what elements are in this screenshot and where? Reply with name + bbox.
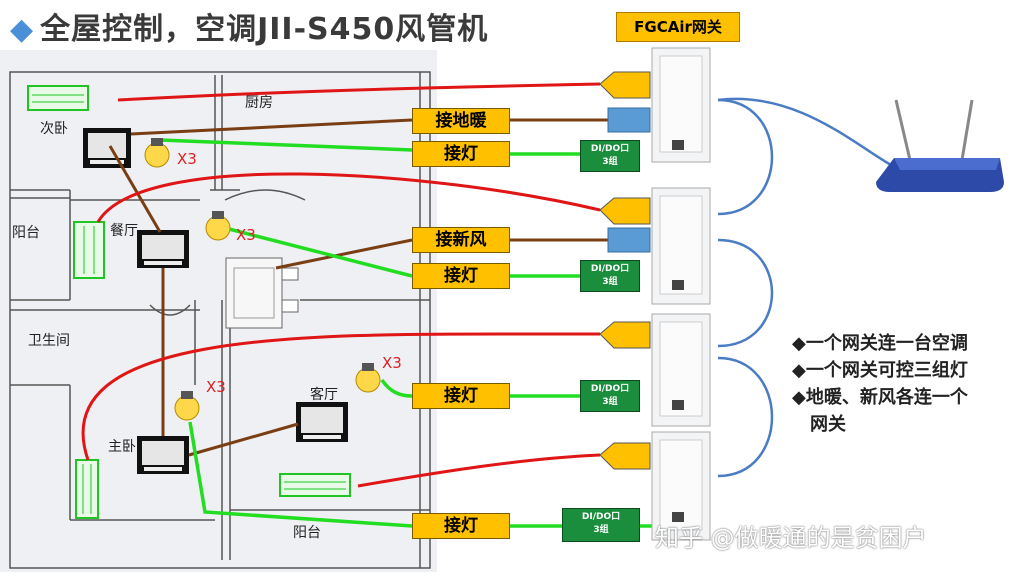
room-label-bathroom: 卫生间 [28, 333, 70, 349]
dido-sublabel: 3组 [602, 277, 618, 287]
light-count-label: X3 [236, 226, 256, 244]
gateway-title: FGCAir网关 [616, 12, 740, 42]
dido-sublabel: 3组 [602, 397, 618, 407]
ac-unit-dining-icon [73, 221, 105, 279]
control-ports [607, 107, 651, 253]
fresh-air-port [607, 227, 651, 253]
gateway-modules [651, 47, 711, 541]
gateway-module-2 [651, 187, 711, 305]
tag-fresh-air: 接新风 [412, 227, 510, 253]
note-item: ◆一个网关可控三组灯 [792, 360, 968, 381]
dido-box-4: DI/DO口 3组 [562, 508, 640, 542]
dido-sublabel: 3组 [602, 157, 618, 167]
floor-heating-port [607, 107, 651, 133]
bulbs [144, 138, 381, 421]
dido-label: DI/DO口 [581, 512, 621, 522]
panel-dining-icon [137, 230, 189, 268]
notes-list: ◆一个网关连一台空调 ◆一个网关可控三组灯 ◆地暖、新风各连一个 网关 [792, 330, 968, 438]
bulb-icon [355, 363, 381, 393]
router-icon [876, 99, 1004, 192]
ac-unit-master-icon [75, 459, 99, 519]
dido-box-1: DI/DO口 3组 [580, 140, 640, 172]
dido-label: DI/DO口 [590, 144, 630, 154]
watermark: 知乎 @做暖通的是贫困户 [655, 524, 927, 552]
dido-label: DI/DO口 [590, 384, 630, 394]
ac-connector-icon [599, 442, 651, 470]
light-count-label: X3 [206, 378, 226, 396]
title-text: 全屋控制，空调JII-S450风管机 [40, 12, 489, 47]
panel-bedroom2-icon [83, 128, 131, 168]
dido-box-3: DI/DO口 3组 [580, 380, 640, 412]
dido-label: DI/DO口 [590, 264, 630, 274]
ac-connector-icon [599, 71, 651, 99]
gateway-module-3 [651, 313, 711, 427]
room-label-dining: 餐厅 [110, 223, 138, 239]
ac-connector-icon [599, 197, 651, 225]
room-label-bedroom2: 次卧 [40, 121, 68, 137]
gateway-module-4 [651, 431, 711, 541]
ac-lines [81, 82, 601, 488]
tag-light-2: 接灯 [412, 263, 510, 289]
control-lines [108, 118, 608, 457]
network-lines [717, 97, 901, 478]
room-label-balcony-bottom: 阳台 [293, 525, 321, 541]
note-item: 网关 [810, 414, 846, 435]
note-item: ◆一个网关连一台空调 [792, 333, 968, 354]
fresh-air-unit [225, 257, 299, 329]
floor-plan-walls [9, 71, 431, 569]
gateway-module-1 [651, 47, 711, 163]
room-label-master: 主卧 [108, 439, 136, 455]
light-lines [159, 138, 672, 528]
tag-light-3: 接灯 [412, 383, 510, 409]
bulb-icon [205, 211, 231, 241]
room-label-balcony-left: 阳台 [12, 225, 40, 241]
tag-light-1: 接灯 [412, 141, 510, 167]
light-count-label: X3 [177, 150, 197, 168]
panel-master-icon [137, 436, 189, 474]
ac-unit-living-icon [279, 473, 351, 497]
ac-connector-icon [599, 321, 651, 349]
tag-floor-heating: 接地暖 [412, 108, 510, 134]
wall-panels [83, 128, 348, 474]
page-title: ◆全屋控制，空调JII-S450风管机 [10, 4, 488, 48]
light-count-label: X3 [382, 354, 402, 372]
dido-sublabel: 3组 [593, 525, 609, 535]
bulb-icon [144, 138, 170, 168]
panel-living-icon [296, 402, 348, 442]
ac-unit-bedroom2-icon [27, 85, 89, 111]
ac-connectors [599, 71, 651, 470]
bulb-icon [174, 391, 200, 421]
room-label-kitchen: 厨房 [245, 95, 273, 111]
diamond-bullet-icon: ◆ [10, 12, 35, 47]
dido-box-2: DI/DO口 3组 [580, 260, 640, 292]
note-item: ◆地暖、新风各连一个 [792, 387, 968, 408]
tag-light-4: 接灯 [412, 513, 510, 539]
room-label-living: 客厅 [310, 387, 338, 403]
